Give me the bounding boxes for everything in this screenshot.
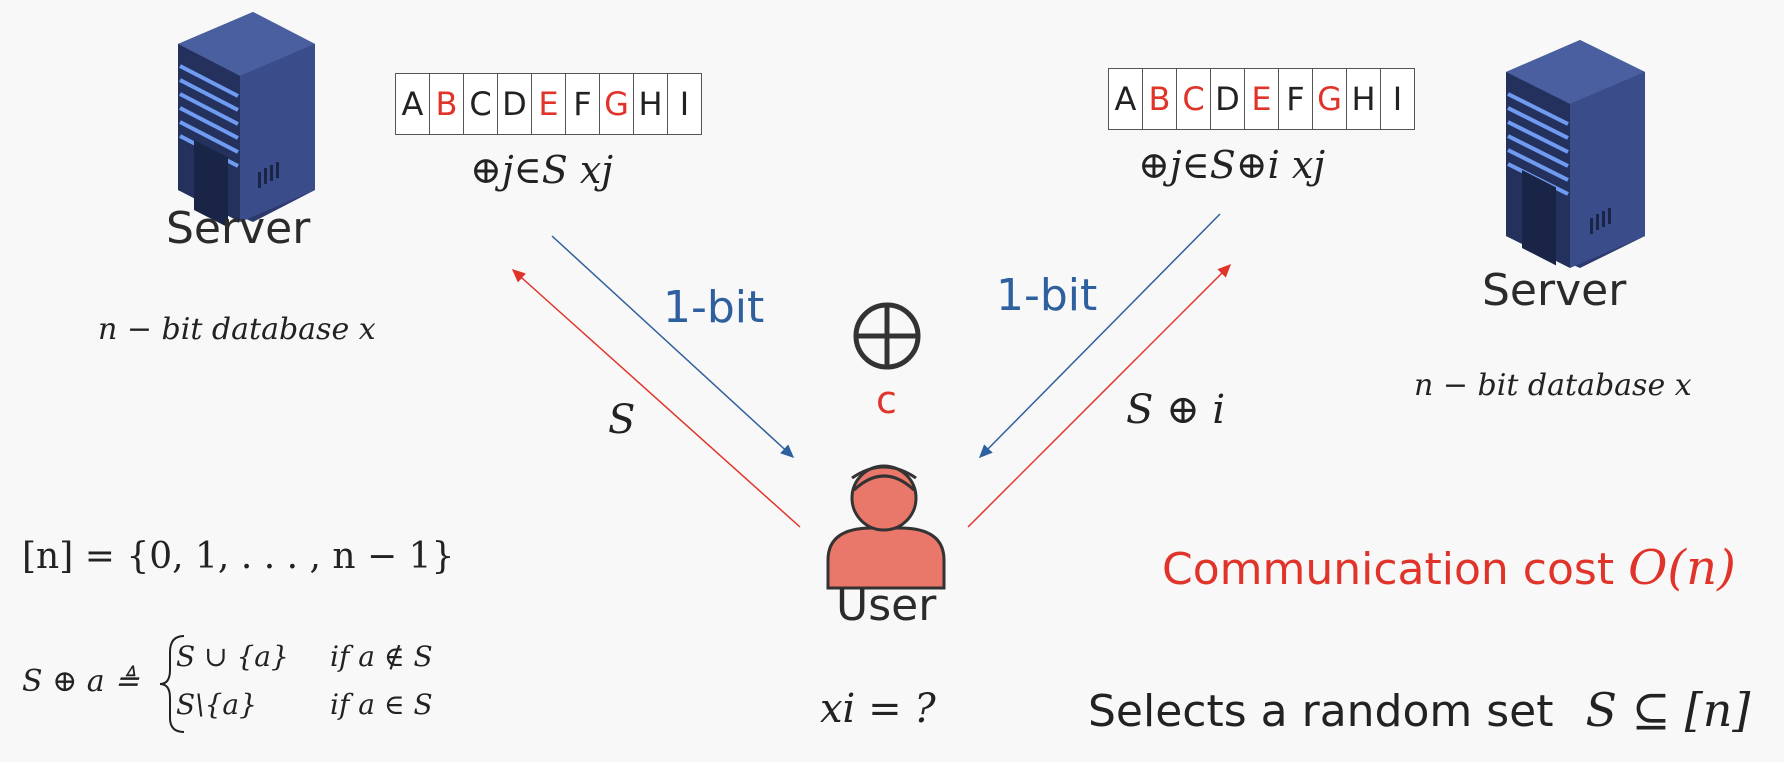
select-random-set: Selects a random set S ⊆ [n]	[1088, 683, 1750, 737]
select-math: S ⊆ [n]	[1585, 683, 1751, 737]
user-query: xi = ?	[820, 686, 936, 732]
communication-cost: Communication cost O(n)	[1162, 540, 1736, 596]
cost-text: Communication cost	[1162, 544, 1615, 595]
case2-expr: S\{a}	[176, 688, 257, 721]
right-xor-formula: ⊕j∈S⊕i xj	[1138, 143, 1326, 187]
case1-cond: if a ∉ S	[330, 640, 433, 673]
xor-set-lhs: S ⊕ a ≜	[22, 664, 140, 699]
database-cell: H	[1347, 69, 1381, 129]
left-response-label: 1-bit	[663, 282, 765, 333]
case2-cond: if a ∈ S	[330, 688, 433, 721]
xor-circle-icon	[853, 302, 921, 370]
database-cell: A	[396, 74, 430, 134]
database-cell: E	[532, 74, 566, 134]
right-database-label: n − bit database x	[1414, 368, 1692, 403]
right-query-arrow	[967, 263, 1232, 528]
right-server-label: Server	[1482, 265, 1627, 316]
database-cell: H	[634, 74, 668, 134]
left-database-label: n − bit database x	[98, 312, 376, 347]
right-query-label: S ⊕ i	[1126, 387, 1226, 433]
database-cell: D	[1211, 69, 1245, 129]
left-xor-formula: ⊕j∈S xj	[470, 148, 614, 192]
right-server-icon	[1506, 40, 1645, 268]
database-cell: F	[1279, 69, 1313, 129]
cost-math: O(n)	[1628, 540, 1736, 596]
select-text: Selects a random set	[1088, 686, 1554, 737]
left-server-icon	[178, 12, 315, 228]
case1-expr: S ∪ {a}	[176, 640, 289, 673]
left-server-label: Server	[166, 203, 311, 254]
right-response-arrow	[978, 213, 1221, 459]
database-cell: G	[1313, 69, 1347, 129]
database-cell: B	[1143, 69, 1177, 129]
database-cell: I	[679, 85, 690, 123]
user-label: User	[836, 580, 937, 631]
database-cell: G	[600, 74, 634, 134]
database-cell: D	[498, 74, 532, 134]
database-cell: E	[1245, 69, 1279, 129]
range-definition: [n] = {0, 1, . . . , n − 1}	[22, 536, 455, 577]
database-cell: A	[1109, 69, 1143, 129]
database-cell: C	[1177, 69, 1211, 129]
user-icon	[826, 464, 946, 590]
left-query-arrow	[511, 268, 801, 528]
combine-label: c	[876, 378, 897, 422]
database-cell: I	[1392, 80, 1403, 118]
database-cell: B	[430, 74, 464, 134]
database-cell: F	[566, 74, 600, 134]
left-response-arrow	[551, 235, 795, 459]
left-query-label: S	[608, 397, 636, 443]
database-cell: C	[464, 74, 498, 134]
cases-brace	[159, 635, 185, 733]
right-response-label: 1-bit	[996, 270, 1098, 321]
